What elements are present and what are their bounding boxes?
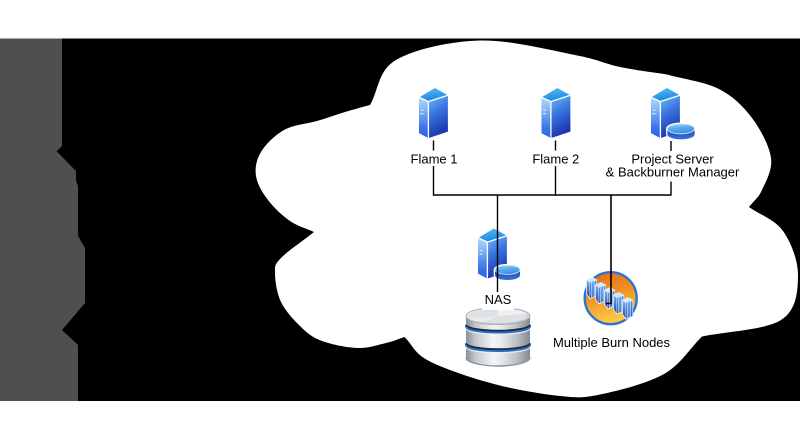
svg-text:Flame 2: Flame 2 xyxy=(532,151,579,166)
svg-text:NAS: NAS xyxy=(485,292,512,307)
svg-text:& Backburner Manager: & Backburner Manager xyxy=(606,165,740,180)
svg-text:Flame 1: Flame 1 xyxy=(411,151,458,166)
svg-text:Project Server: Project Server xyxy=(631,151,714,166)
svg-text:Multiple Burn Nodes: Multiple Burn Nodes xyxy=(553,335,671,350)
